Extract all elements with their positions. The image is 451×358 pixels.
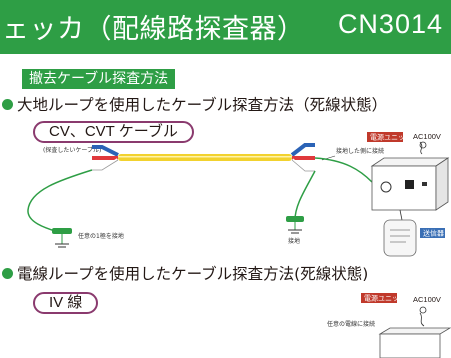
wire-loop-diagram: 電源ユニット AC100V 任意の電線に接続 bbox=[327, 293, 451, 358]
left-blue-core bbox=[92, 145, 119, 157]
ground-note: 任意の1極を接地 bbox=[78, 232, 124, 240]
method2-heading: 電線ループを使用したケーブル探査方法(死線状態) bbox=[2, 262, 368, 284]
ac-label-2: AC100V bbox=[413, 295, 441, 304]
ac-label: AC100V bbox=[413, 132, 441, 141]
power-unit-tag bbox=[367, 132, 403, 142]
bullet-icon bbox=[2, 98, 13, 110]
ground-label: 接地 bbox=[288, 237, 300, 245]
power-cord-icon-2 bbox=[419, 312, 425, 327]
cable-note: (探査したいケーブル) bbox=[43, 146, 101, 154]
wire-type-pill: IV 線 bbox=[33, 292, 99, 314]
section-tag: 撤去ケーブル探査方法 bbox=[22, 69, 176, 89]
method1-heading-text: 大地ループを使用したケーブル探査方法（死線状態） bbox=[17, 96, 388, 114]
right-ground-clip bbox=[286, 216, 304, 222]
right-ground-lead bbox=[294, 170, 316, 221]
transmitter-tag bbox=[420, 228, 445, 238]
plug-icon bbox=[419, 141, 427, 149]
bullet-icon bbox=[2, 267, 13, 279]
grounded-core-note: 接地した側に接続 bbox=[336, 147, 384, 155]
model-number: CN3014 bbox=[337, 9, 443, 39]
method1-heading: 大地ループを使用したケーブル探査方法（死線状態） bbox=[2, 93, 387, 115]
unit-lead bbox=[314, 157, 373, 183]
cable-highlight bbox=[118, 156, 292, 158]
power-cord-icon bbox=[419, 141, 423, 155]
ground-loop-diagram: (探査したいケーブル) 任意の1極を接地 接地 接地した側に接続 電源ユニット … bbox=[27, 132, 450, 257]
left-ground-clip bbox=[52, 228, 72, 234]
left-ground-lead bbox=[27, 169, 93, 233]
power-unit-top bbox=[370, 157, 450, 167]
wire-note: 任意の電線に接続 bbox=[327, 320, 375, 328]
power-unit-box-2 bbox=[379, 333, 441, 358]
transmitter-device bbox=[383, 219, 417, 257]
unit-connector-icon bbox=[380, 181, 392, 193]
transmitter-label: 送信器 bbox=[423, 229, 444, 238]
header-banner: ェッカ（配線路探査器） CN3014 bbox=[0, 0, 451, 54]
power-unit-tag-2 bbox=[361, 293, 397, 303]
cable-type-pill: CV、CVT ケーブル bbox=[33, 121, 194, 143]
plug-icon-2 bbox=[419, 306, 427, 314]
unit-switch bbox=[405, 180, 414, 189]
power-unit-label: 電源ユニット bbox=[370, 133, 412, 142]
right-blue-core bbox=[290, 143, 315, 157]
power-unit-label-2: 電源ユニット bbox=[364, 294, 406, 303]
power-unit-top-2 bbox=[378, 327, 451, 335]
page-title: ェッカ（配線路探査器） bbox=[2, 14, 305, 45]
method2-heading-text: 電線ループを使用したケーブル探査方法(死線状態) bbox=[17, 265, 369, 283]
